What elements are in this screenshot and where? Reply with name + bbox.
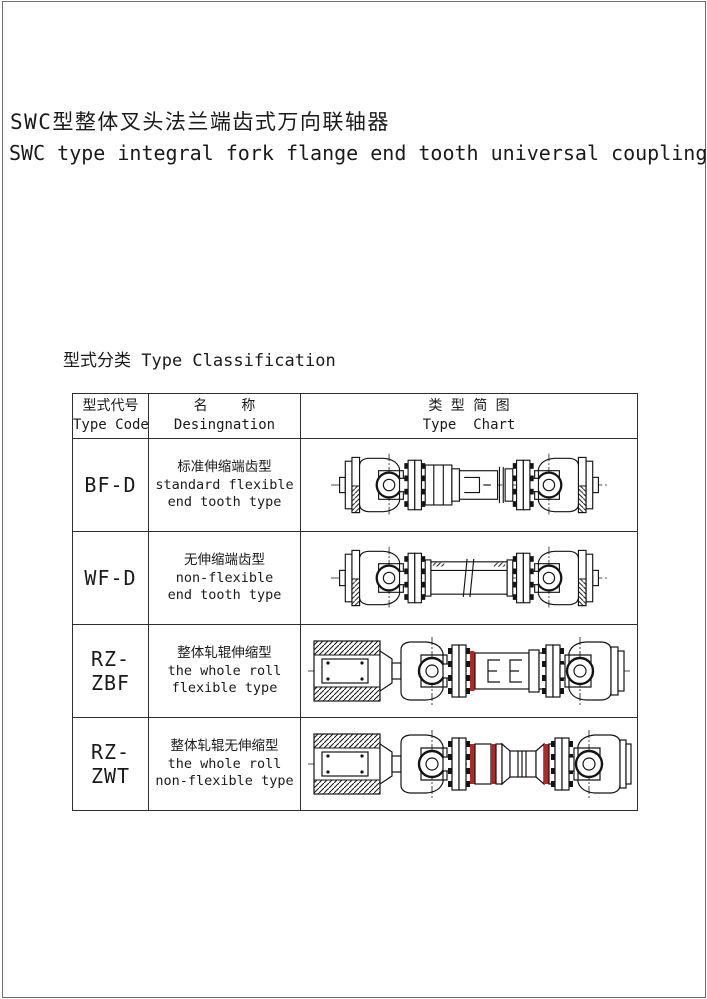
table-header-row: 型式代号 Type Code 名 称 Desingnation 类 型 简 图 … — [72, 393, 638, 439]
header-type-chart: 类 型 简 图 Type Chart — [300, 393, 638, 439]
designation-en-line2: non-flexible type — [155, 773, 294, 790]
red-marking-band — [470, 651, 475, 691]
type-classification-table: 型式代号 Type Code 名 称 Desingnation 类 型 简 图 … — [72, 393, 638, 811]
header-type-chart-cn: 类 型 简 图 — [428, 398, 510, 415]
designation-cell: 整体轧辊伸缩型 the whole roll flexible type — [148, 624, 301, 718]
designation-en-line2: flexible type — [171, 680, 278, 697]
designation-en-line1: the whole roll — [167, 662, 282, 679]
page-title-english: SWC type integral fork flange end tooth … — [9, 141, 707, 165]
coupling-drawing-rz-zbf — [308, 637, 630, 705]
red-marking-band — [491, 744, 496, 784]
designation-cn: 整体轧辊无伸缩型 — [170, 738, 279, 754]
header-designation: 名 称 Desingnation — [148, 393, 301, 439]
header-type-code: 型式代号 Type Code — [72, 393, 149, 439]
designation-cell: 无伸缩端齿型 non-flexible end tooth type — [148, 531, 301, 625]
table-row: RZ-ZBF 整体轧辊伸缩型 the whole roll flexible t… — [72, 624, 638, 718]
type-code-cell: RZ-ZBF — [72, 624, 149, 718]
table-row: WF-D 无伸缩端齿型 non-flexible end tooth type — [72, 531, 638, 625]
designation-en-line1: non-flexible — [175, 569, 274, 586]
header-designation-en: Desingnation — [173, 417, 276, 433]
designation-cn: 标准伸缩端齿型 — [177, 459, 272, 475]
table-row: BF-D 标准伸缩端齿型 standard flexible end tooth… — [72, 438, 638, 532]
designation-cell: 整体轧辊无伸缩型 the whole roll non-flexible typ… — [148, 717, 301, 811]
designation-en-line2: end tooth type — [167, 494, 282, 511]
header-designation-cn: 名 称 — [193, 398, 256, 415]
header-type-code-cn: 型式代号 — [82, 398, 139, 415]
type-code-cell: RZ-ZWT — [72, 717, 149, 811]
designation-en-line1: the whole roll — [167, 755, 282, 772]
header-type-code-en: Type Code — [73, 417, 149, 433]
coupling-drawing-rz-zwt — [308, 730, 632, 798]
type-chart-cell — [300, 717, 638, 811]
designation-en-line1: standard flexible — [155, 476, 294, 493]
page-title-chinese: SWC型整体叉头法兰端齿式万向联轴器 — [10, 110, 390, 134]
type-chart-cell — [300, 531, 638, 625]
table-row: RZ-ZWT 整体轧辊无伸缩型 the whole roll non-flexi… — [72, 717, 638, 811]
designation-cn: 无伸缩端齿型 — [184, 552, 265, 568]
header-type-chart-en: Type Chart — [422, 417, 516, 433]
designation-en-line2: end tooth type — [167, 587, 282, 604]
coupling-drawing-wf-d — [331, 545, 607, 611]
type-chart-cell — [300, 438, 638, 532]
coupling-drawing-bf-d — [331, 452, 607, 518]
section-heading: 型式分类 Type Classification — [63, 351, 336, 371]
type-code-cell: BF-D — [72, 438, 149, 532]
red-marking-band — [544, 744, 549, 784]
designation-cn: 整体轧辊伸缩型 — [177, 645, 272, 661]
designation-cell: 标准伸缩端齿型 standard flexible end tooth type — [148, 438, 301, 532]
type-code-cell: WF-D — [72, 531, 149, 625]
red-marking-band — [470, 744, 475, 784]
type-chart-cell — [300, 624, 638, 718]
